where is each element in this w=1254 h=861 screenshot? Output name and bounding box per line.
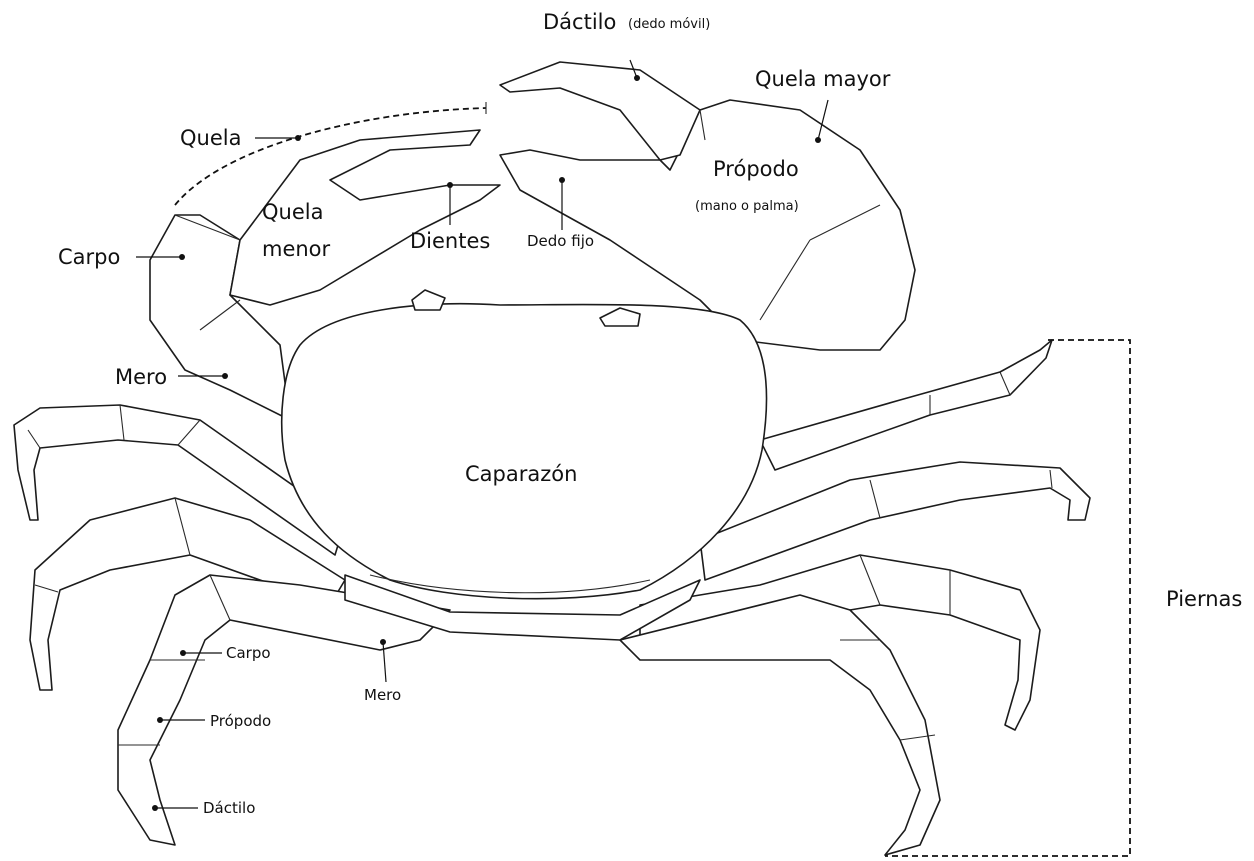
carapace xyxy=(282,304,767,599)
right-leg-4 xyxy=(620,595,940,855)
right-leg-1 xyxy=(760,340,1052,470)
label-mero-left: Mero xyxy=(115,365,167,389)
label-propodo-top-note: (mano o palma) xyxy=(695,199,799,214)
label-quela-mayor: Quela mayor xyxy=(755,67,891,91)
label-dientes: Dientes xyxy=(410,229,490,253)
label-quela-menor-1: Quela xyxy=(262,200,323,224)
label-dactilo-top: Dáctilo xyxy=(543,10,616,34)
label-propodo-leg: Própodo xyxy=(210,712,271,730)
label-piernas: Piernas xyxy=(1166,587,1242,611)
crab-illustration xyxy=(14,62,1090,855)
label-quela: Quela xyxy=(180,126,241,150)
label-propodo-top: Própodo xyxy=(713,157,799,181)
label-mero-leg: Mero xyxy=(364,686,401,704)
label-dedo-fijo: Dedo fijo xyxy=(527,232,594,250)
label-dactilo-leg: Dáctilo xyxy=(203,799,255,817)
left-eye xyxy=(412,290,445,310)
label-carpo-leg: Carpo xyxy=(226,644,271,662)
label-carpo-left: Carpo xyxy=(58,245,120,269)
label-caparazon: Caparazón xyxy=(465,462,577,486)
label-dactilo-top-note: (dedo móvil) xyxy=(628,17,710,32)
label-quela-menor-2: menor xyxy=(262,237,331,261)
